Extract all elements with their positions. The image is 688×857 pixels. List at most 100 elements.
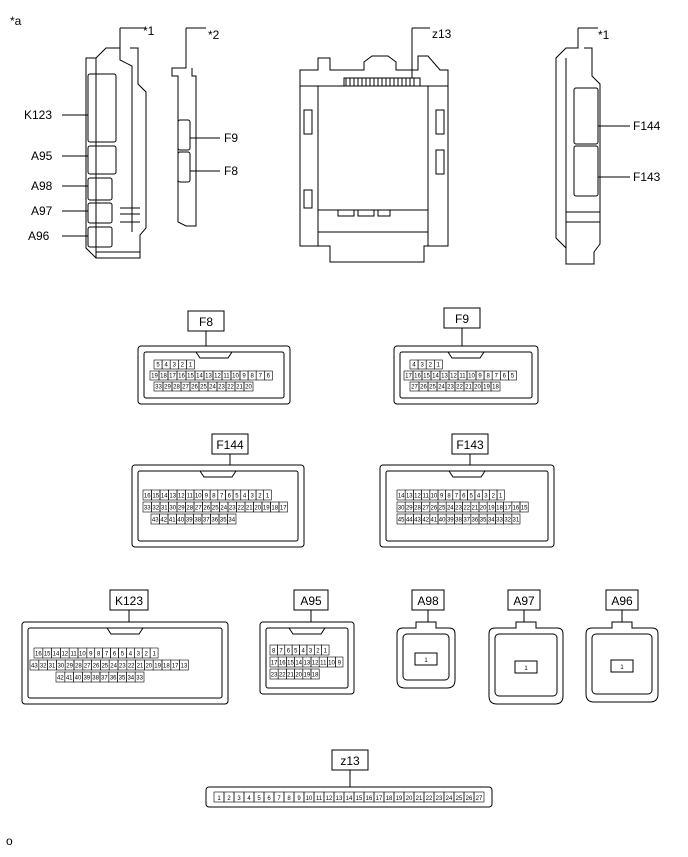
- unit1-label-a97: A97: [31, 204, 53, 218]
- pin-cell: [473, 791, 485, 803]
- pin-number: 38: [92, 676, 99, 682]
- connector-lock-tab: [199, 470, 237, 478]
- pin-number: 7: [279, 649, 283, 655]
- pin-number: 1: [152, 652, 156, 658]
- pin-number: 9: [338, 661, 342, 667]
- pin-number: 27: [476, 796, 483, 802]
- pin-number: 36: [110, 676, 117, 682]
- pin-number: 30: [57, 664, 64, 670]
- pin-number: 7: [277, 796, 281, 802]
- pin-number: 25: [212, 506, 219, 512]
- pin-number: 7: [220, 494, 224, 500]
- pin-number: 31: [513, 518, 520, 524]
- pin-number: 13: [406, 494, 413, 500]
- pin-number: 17: [376, 796, 383, 802]
- pin-cell: [149, 647, 159, 659]
- pin-number: 36: [472, 518, 479, 524]
- pin-number: 24: [110, 664, 117, 670]
- pin-number: 16: [144, 494, 151, 500]
- pin-cell: [321, 644, 330, 656]
- pin-number: 9: [297, 796, 301, 802]
- pin-number: 22: [279, 673, 286, 679]
- pin-number: 5: [511, 374, 515, 380]
- pin-number: 21: [472, 506, 479, 512]
- pin-cell: [263, 489, 272, 501]
- pin-number: 14: [295, 661, 302, 667]
- connector-lock-tab: [448, 470, 486, 478]
- pin-number: 10: [468, 374, 475, 380]
- pin-number: 3: [237, 796, 241, 802]
- pin-number: 25: [200, 385, 207, 391]
- pin-number: 2: [181, 363, 185, 369]
- ecu-unit-2-drawing: [171, 27, 206, 227]
- pin-number: 32: [152, 506, 159, 512]
- pin-number: 31: [49, 664, 56, 670]
- pin-number: 27: [182, 385, 189, 391]
- connector-face: [494, 633, 558, 697]
- pin-number: 18: [271, 506, 278, 512]
- pin-number: 13: [169, 494, 176, 500]
- pin-number: 24: [446, 796, 453, 802]
- pin-number: 6: [228, 494, 232, 500]
- pin-number: 38: [455, 518, 462, 524]
- pin-number: 13: [181, 664, 188, 670]
- callout-star1-left: *1: [143, 24, 155, 38]
- pin-number: 7: [495, 374, 499, 380]
- pin-number: 23: [119, 664, 126, 670]
- pin-number: 14: [196, 374, 203, 380]
- pin-number: 4: [243, 494, 247, 500]
- pin-number: 21: [246, 506, 253, 512]
- pin-number: 12: [178, 494, 185, 500]
- pin-number: 9: [440, 494, 444, 500]
- pin-number: 1: [266, 494, 270, 500]
- pin-cell: [263, 370, 273, 381]
- pin-number: 43: [31, 664, 38, 670]
- pin-number: 29: [178, 506, 185, 512]
- pin-number: 40: [75, 676, 82, 682]
- pin-cell: [179, 659, 189, 671]
- connector-lock-tab: [288, 627, 326, 635]
- callout-star1-right: *1: [598, 28, 610, 42]
- pin-cell: [490, 381, 501, 392]
- pin-number: 12: [61, 652, 68, 658]
- pin-number: 41: [66, 676, 73, 682]
- pin-number: 10: [232, 374, 239, 380]
- pin-number: 12: [450, 374, 457, 380]
- pin-cell: [243, 381, 254, 392]
- unit1-label-a95: A95: [31, 149, 53, 163]
- pin-number: 12: [414, 494, 421, 500]
- pin-cell: [433, 359, 443, 370]
- pin-number: 5: [156, 363, 160, 369]
- pin-number: 5: [257, 796, 261, 802]
- pin-number: 9: [478, 374, 482, 380]
- pin-number: 18: [163, 664, 170, 670]
- pin-number: 27: [84, 664, 91, 670]
- pin-number: 33: [136, 676, 143, 682]
- pin-number: 20: [295, 673, 302, 679]
- connector-name-label: F144: [216, 438, 244, 452]
- pin-number: 22: [426, 796, 433, 802]
- pin-number: 4: [129, 652, 133, 658]
- pin-number: 5: [294, 649, 298, 655]
- pin-cell: [186, 359, 195, 370]
- pin-number: 7: [455, 494, 459, 500]
- pin-number: 26: [93, 664, 100, 670]
- pin-number: 32: [504, 518, 511, 524]
- pin-number: 10: [195, 494, 202, 500]
- pin-number: 28: [186, 506, 193, 512]
- pin-number: 15: [356, 796, 363, 802]
- pin-number: 23: [447, 385, 454, 391]
- connector-name-label: F8: [199, 315, 213, 329]
- pin-number: 15: [287, 661, 294, 667]
- pin-number: 3: [420, 363, 424, 369]
- pin-number: 22: [128, 664, 135, 670]
- pin-number: 22: [227, 385, 234, 391]
- unit4-label-f143: F143: [633, 170, 661, 184]
- pin-number: 26: [420, 385, 427, 391]
- pin-number: 26: [466, 796, 473, 802]
